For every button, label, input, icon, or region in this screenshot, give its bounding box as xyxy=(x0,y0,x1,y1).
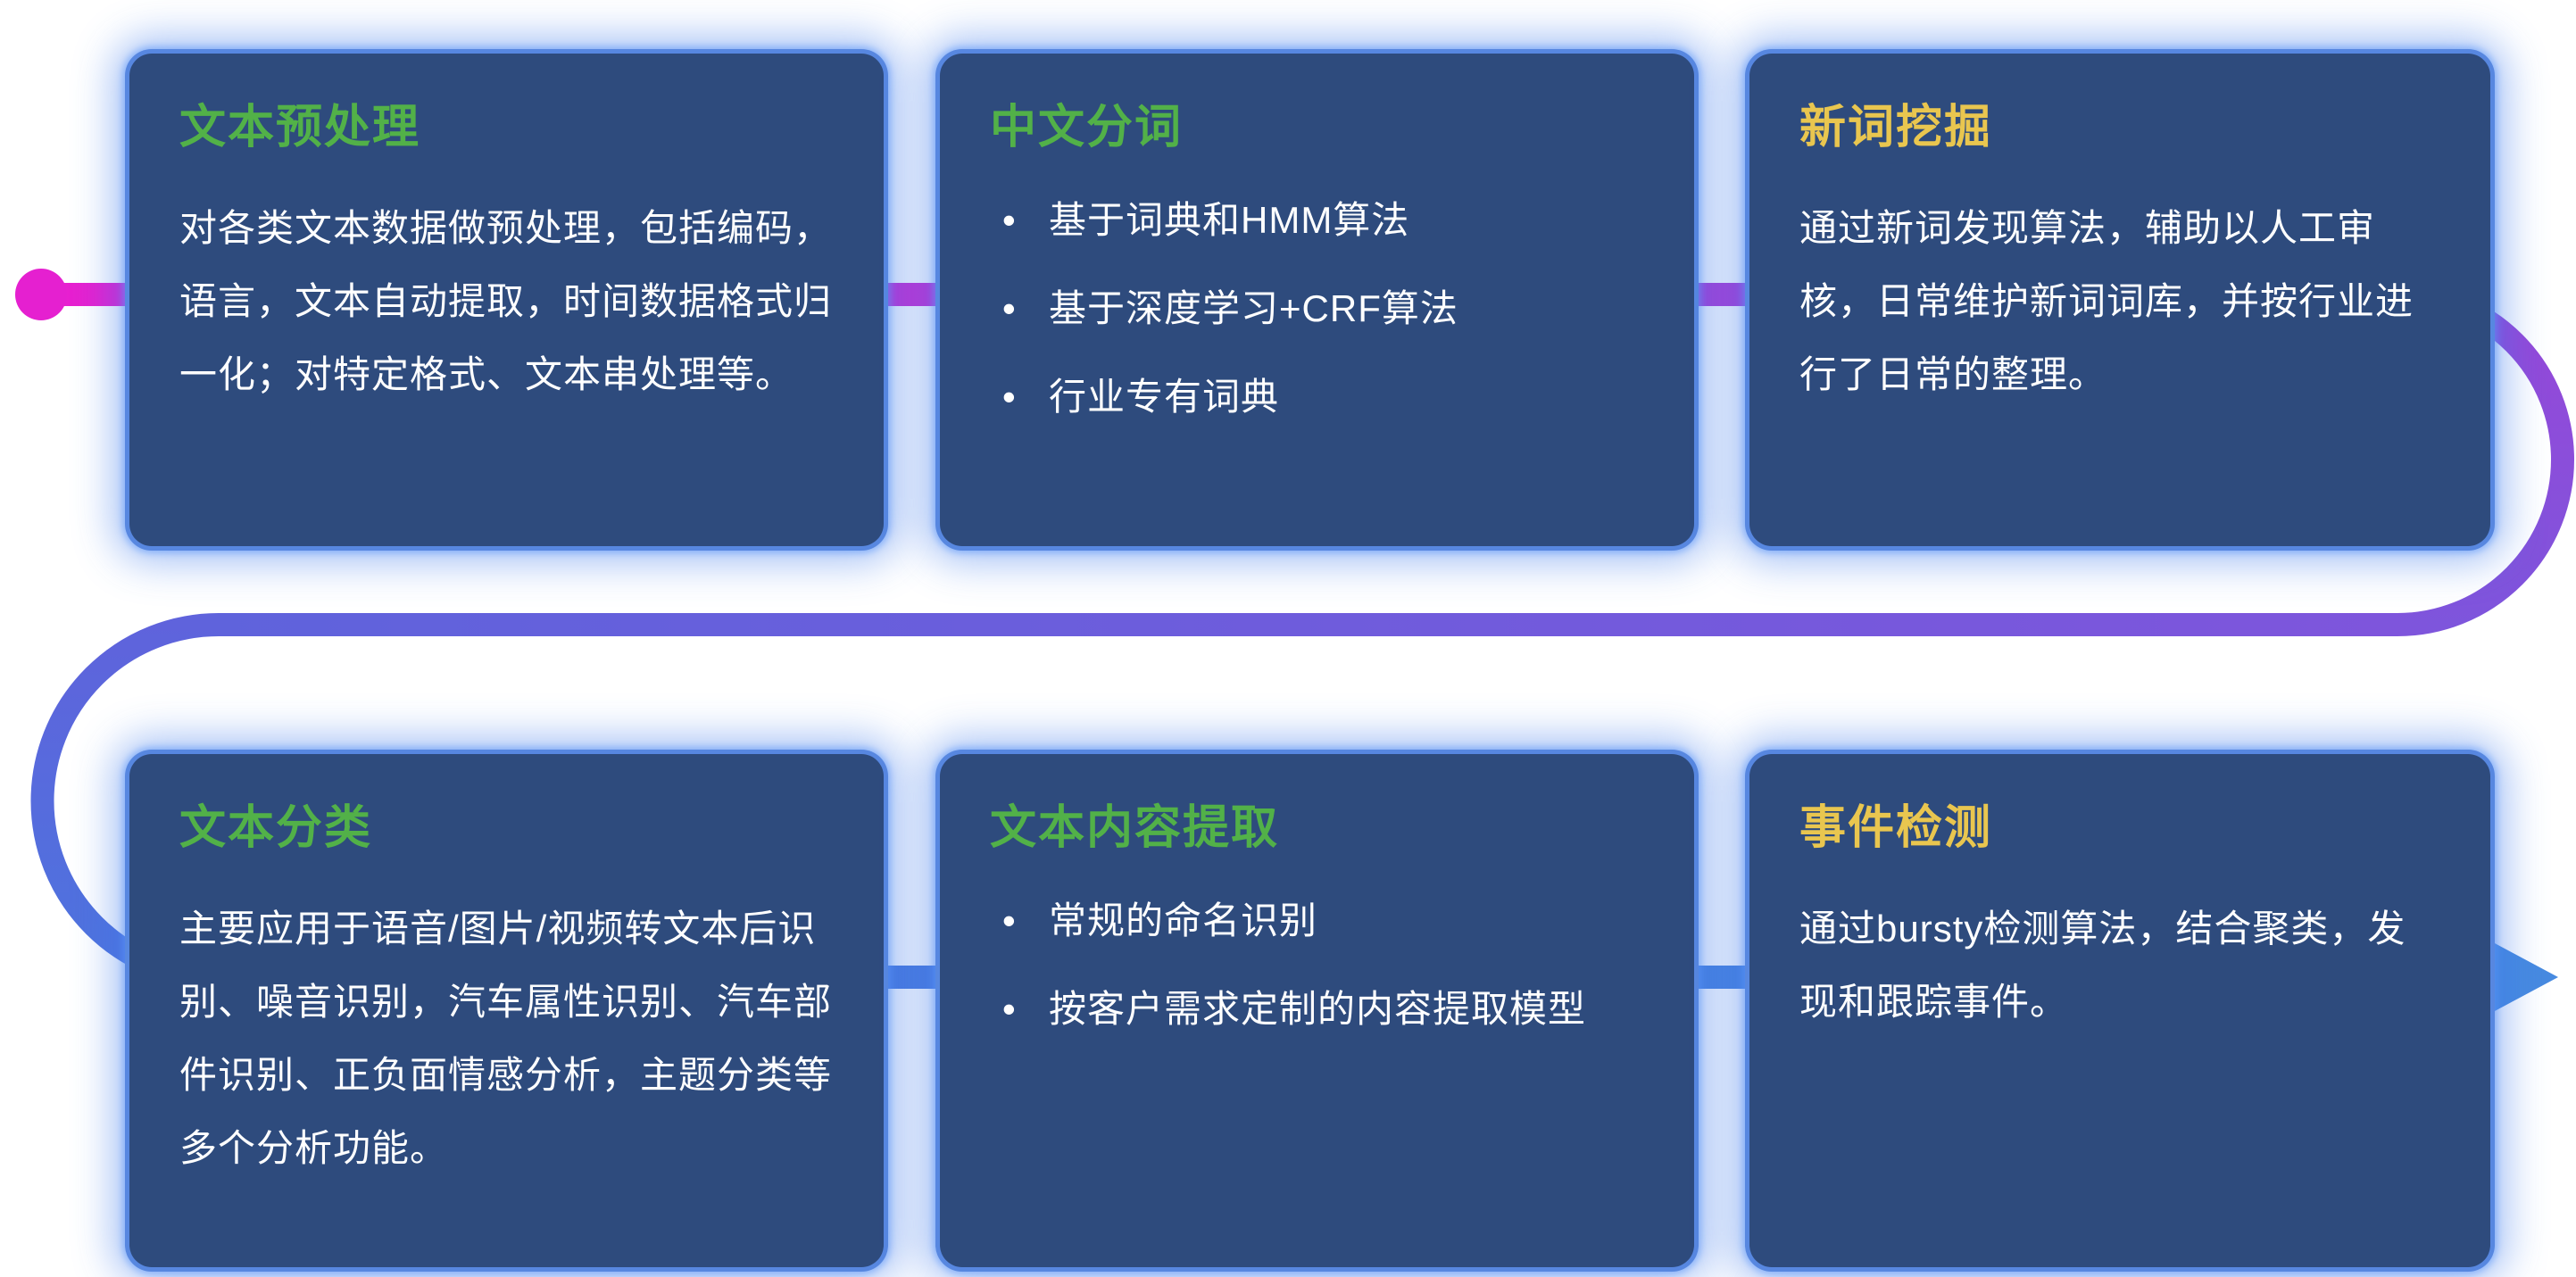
card-bullet-list: 基于词典和HMM算法 基于深度学习+CRF算法 行业专有词典 xyxy=(990,192,1644,425)
flow-start-dot-icon xyxy=(15,269,67,320)
card-event-detection: 事件检测 通过bursty检测算法，结合聚类，发现和跟踪事件。 xyxy=(1745,750,2495,1272)
card-new-word-mining: 新词挖掘 通过新词发现算法，辅助以人工审核，日常维护新词词库，并按行业进行了日常… xyxy=(1745,49,2495,551)
card-body: 对各类文本数据做预处理，包括编码，语言，文本自动提取，时间数据格式归一化；对特定… xyxy=(179,207,833,395)
card-title: 新词挖掘 xyxy=(1799,102,1993,153)
bullet-item: 基于词典和HMM算法 xyxy=(990,192,1644,248)
bullet-item: 按客户需求定制的内容提取模型 xyxy=(990,981,1644,1037)
card-bullet-list: 常规的命名识别 按客户需求定制的内容提取模型 xyxy=(990,892,1644,1037)
card-word-segmentation: 中文分词 基于词典和HMM算法 基于深度学习+CRF算法 行业专有词典 xyxy=(935,49,1699,551)
card-title: 文本分类 xyxy=(179,802,373,854)
bullet-item: 行业专有词典 xyxy=(990,369,1644,425)
card-content-extraction: 文本内容提取 常规的命名识别 按客户需求定制的内容提取模型 xyxy=(935,750,1699,1272)
card-body: 主要应用于语音/图片/视频转文本后识别、噪音识别，汽车属性识别、汽车部件识别、正… xyxy=(179,908,833,1169)
card-text-preprocessing: 文本预处理 对各类文本数据做预处理，包括编码，语言，文本自动提取，时间数据格式归… xyxy=(125,49,888,551)
card-body: 通过新词发现算法，辅助以人工审核，日常维护新词词库，并按行业进行了日常的整理。 xyxy=(1799,207,2414,395)
bullet-item: 基于深度学习+CRF算法 xyxy=(990,280,1644,336)
card-text-classification: 文本分类 主要应用于语音/图片/视频转文本后识别、噪音识别，汽车属性识别、汽车部… xyxy=(125,750,888,1272)
card-title: 文本内容提取 xyxy=(990,802,1280,854)
bullet-item: 常规的命名识别 xyxy=(990,892,1644,949)
card-title: 文本预处理 xyxy=(179,102,421,153)
card-body: 通过bursty检测算法，结合聚类，发现和跟踪事件。 xyxy=(1799,908,2406,1023)
card-title: 中文分词 xyxy=(990,102,1184,153)
card-title: 事件检测 xyxy=(1799,802,1993,854)
flow-arrow-icon xyxy=(2480,935,2558,1019)
